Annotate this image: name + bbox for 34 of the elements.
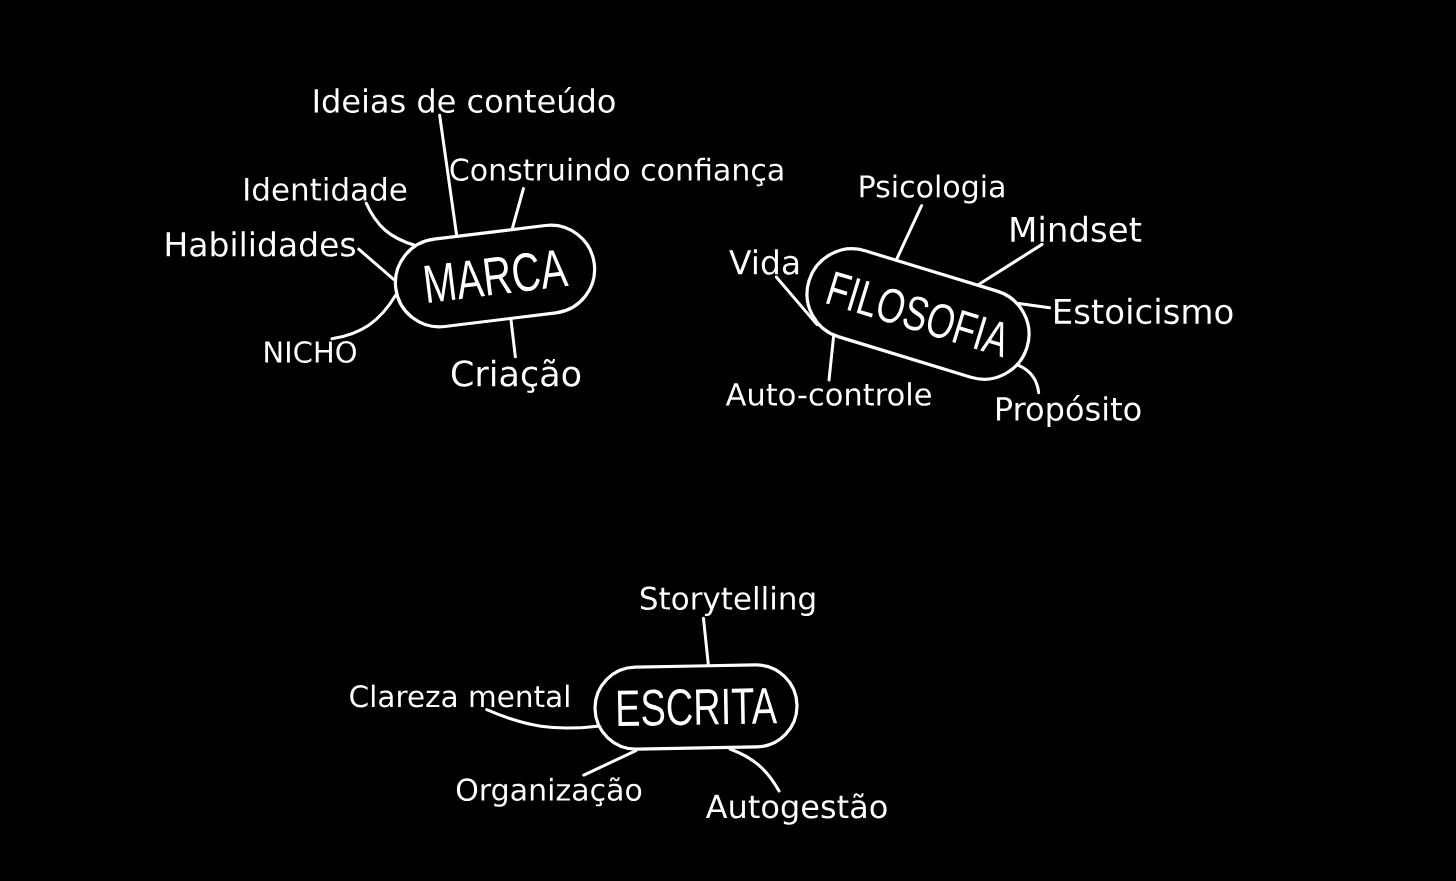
branch-label: NICHO	[265, 341, 356, 363]
branch-label: Autogestão	[705, 793, 887, 825]
branch-line	[509, 318, 517, 359]
branch-label: Psicologia	[860, 174, 1004, 204]
branch-label: Auto-controle	[725, 382, 931, 406]
branch-line	[357, 247, 396, 282]
topic-bubble: MARCA	[393, 223, 597, 329]
branch-label: Mindset	[1011, 215, 1142, 243]
branch-label: Identidade	[245, 177, 407, 201]
branch-line	[511, 187, 525, 230]
branch-line	[1017, 363, 1041, 395]
branch-line	[701, 616, 710, 666]
branch-line	[330, 293, 398, 341]
branch-line	[774, 275, 819, 327]
branch-label: Estoicismo	[1055, 297, 1233, 325]
branch-line	[977, 242, 1044, 286]
branch-label: Organização	[456, 777, 642, 807]
branch-line	[582, 749, 638, 777]
branch-label: Habilidades	[166, 231, 355, 257]
branch-label: Vida	[729, 249, 799, 275]
branch-line	[364, 201, 416, 247]
branch-line	[485, 708, 599, 730]
branch-label: Clareza mental	[350, 684, 569, 708]
branch-label: Propósito	[997, 394, 1141, 428]
branch-label: Storytelling	[640, 586, 815, 616]
branch-line	[728, 747, 781, 793]
branch-line	[438, 113, 459, 237]
branch-line	[1017, 301, 1052, 310]
topic-bubble: ESCRITA	[593, 663, 799, 751]
branch-label: Criação	[451, 359, 581, 393]
branch-line	[895, 204, 924, 261]
branch-label: Construindo confiança	[450, 157, 783, 187]
branch-label: Ideias de conteúdo	[314, 87, 615, 114]
branch-line	[827, 335, 836, 382]
